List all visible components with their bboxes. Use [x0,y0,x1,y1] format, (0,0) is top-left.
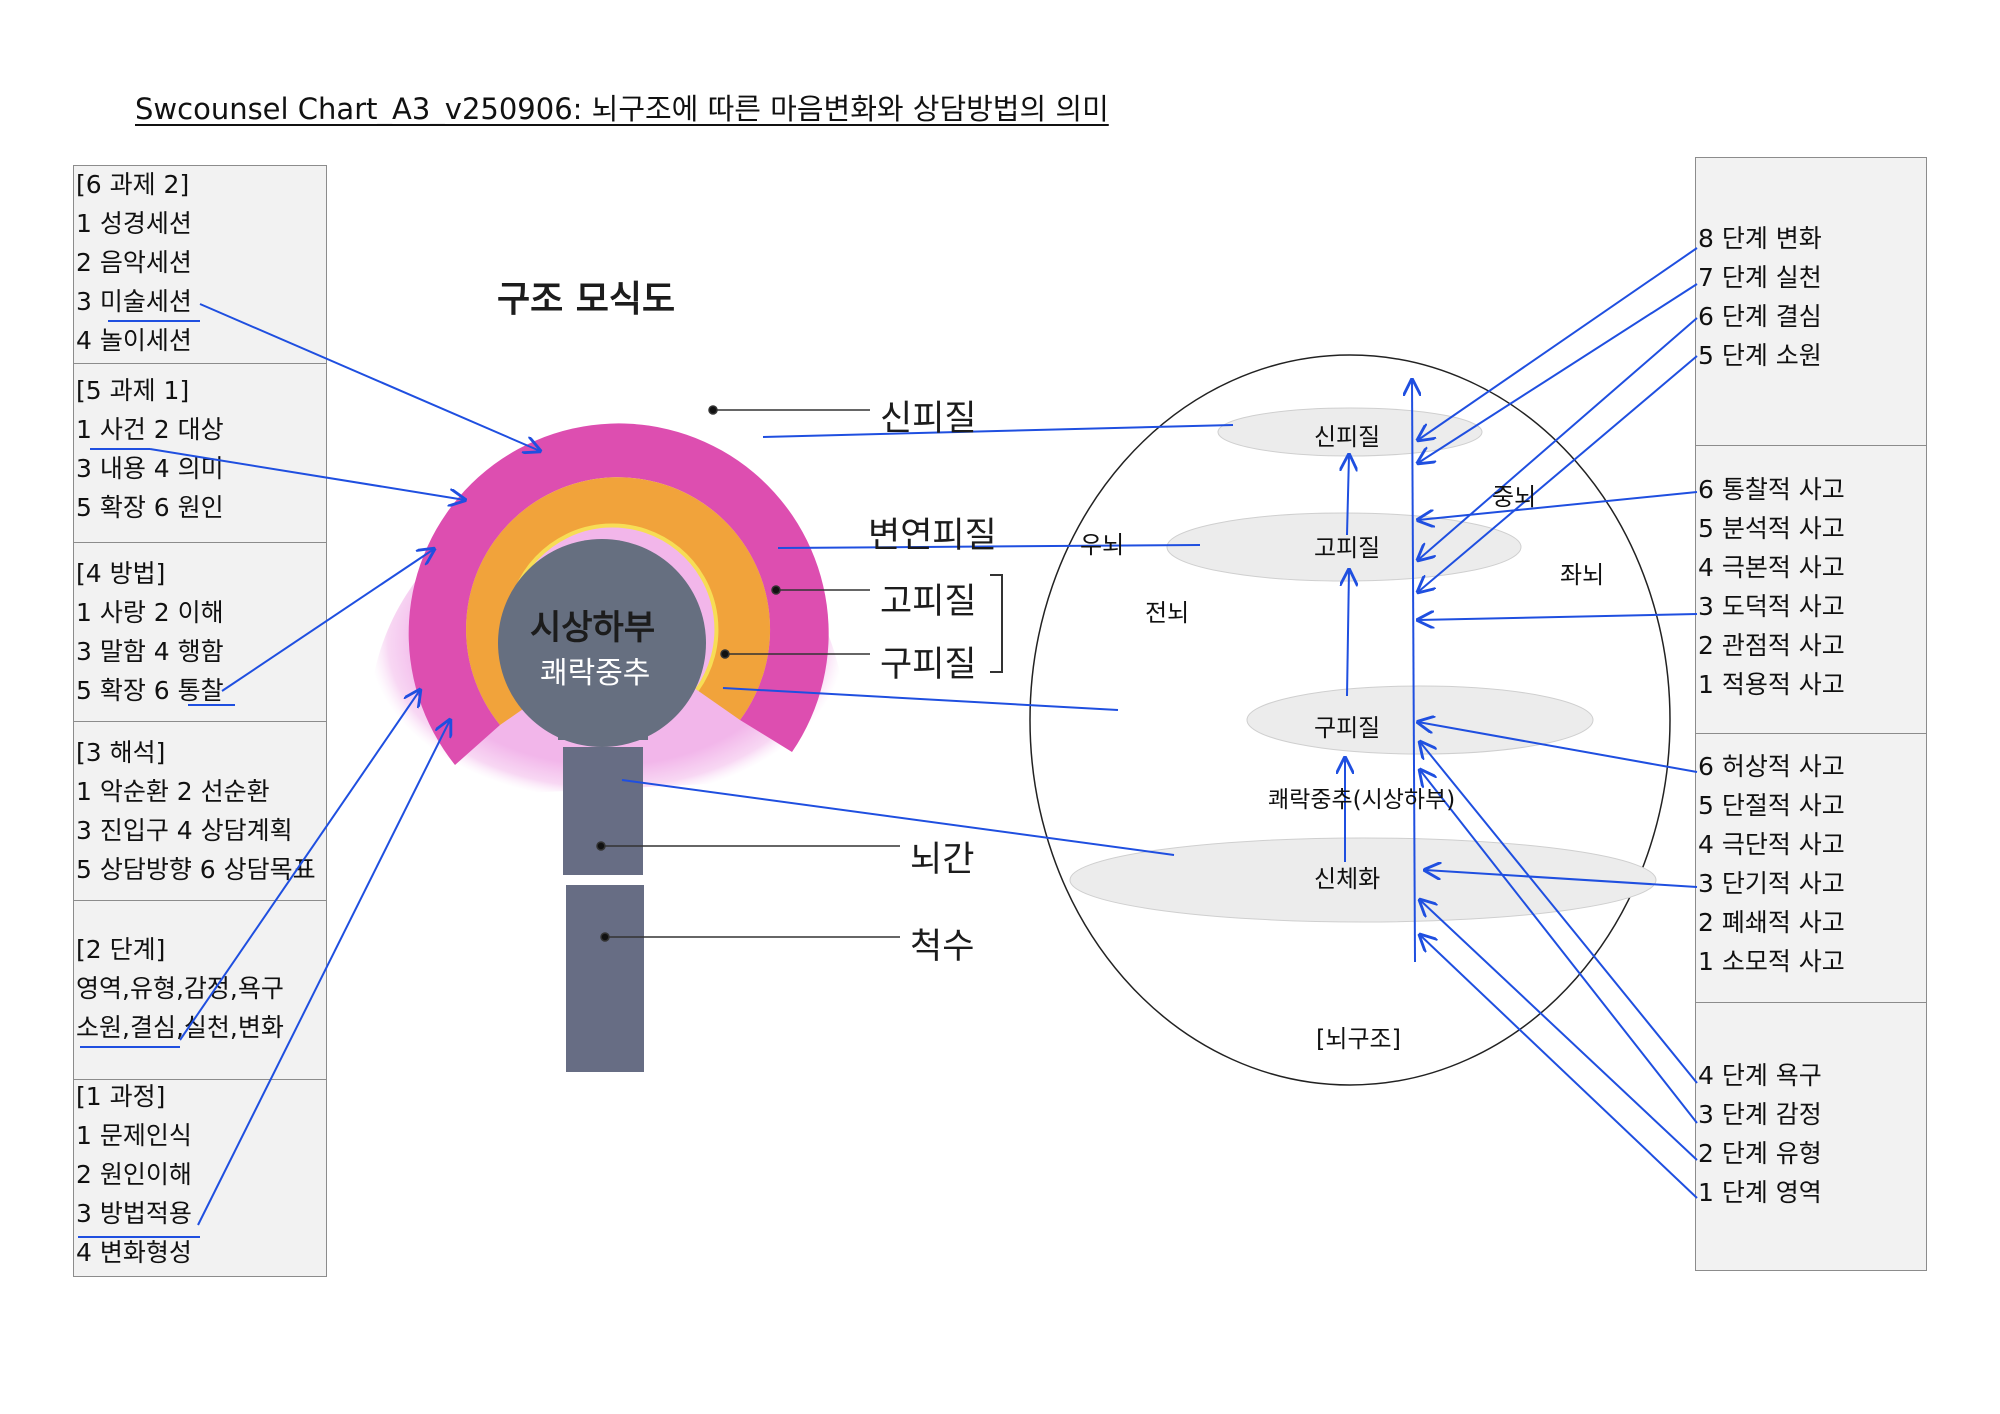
box-line: 4 변화형성 [76,1238,192,1267]
box-line: 3 진입구 4 상담계획 [76,816,293,845]
midbrain-label: 중뇌 [1492,483,1537,511]
box-line: 3 단기적 사고 [1698,869,1845,898]
box-line: [2 단계] [76,935,166,964]
stage-box: [2 단계] 영역,유형,감정,욕구 소원,결심,실천,변화 [73,900,327,1080]
brainstem-rect [563,747,643,875]
box-line: 영역,유형,감정,욕구 [76,974,284,1003]
box-line: 5 분석적 사고 [1698,514,1845,543]
box-line: 8 단계 변화 [1698,224,1822,253]
forebrain-label: 전뇌 [1145,599,1190,627]
box-line: 6 단계 결심 [1698,302,1822,331]
box-line: [1 과정] [76,1082,166,1111]
box-line: [6 과제 2] [76,170,190,199]
box-line: 2 단계 유형 [1698,1139,1822,1168]
hypothalamus-label: 시상하부 [530,608,656,648]
stages-high-box: 8 단계 변화 7 단계 실천 6 단계 결심 5 단계 소원 [1695,157,1927,446]
method-box: [4 방법] 1 사랑 2 이해 3 말함 4 행함 5 확장 6 통찰 [73,542,327,722]
box-line: 3 말함 4 행함 [76,637,224,666]
spinal-cord-label: 척수 [910,927,975,967]
box-line: 5 단절적 사고 [1698,791,1845,820]
box-line: 3 내용 4 의미 [76,454,224,483]
stages-low-box: 4 단계 욕구 3 단계 감정 2 단계 유형 1 단계 영역 [1695,1002,1927,1271]
box-line: 3 단계 감정 [1698,1100,1822,1129]
spinal-cord-rect [566,885,644,1072]
thinking-high-box: 6 통찰적 사고 5 분석적 사고 4 극본적 사고 3 도덕적 사고 2 관점… [1695,445,1927,734]
brain-caption: [뇌구조] [1316,1025,1401,1053]
right-brain-label: 우뇌 [1080,531,1125,559]
box-line: 4 극단적 사고 [1698,830,1845,859]
box-line: [4 방법] [76,559,166,588]
box-line: 1 사건 2 대상 [76,415,224,444]
box-line: 5 단계 소원 [1698,341,1822,370]
task1-box: [5 과제 1] 1 사건 2 대상 3 내용 4 의미 5 확장 6 원인 [73,363,327,543]
model-archicortex-label: 고피질 [1314,534,1381,562]
box-line: 6 허상적 사고 [1698,752,1845,781]
box-line: 2 음악세션 [76,248,192,277]
interpretation-box: [3 해석] 1 악순환 2 선순환 3 진입구 4 상담계획 5 상담방향 6… [73,721,327,901]
archicortex-label: 고피질 [880,582,977,622]
box-line: 1 문제인식 [76,1121,192,1150]
paleocortex-label: 구피질 [880,645,977,685]
model-neocortex-label: 신피질 [1314,423,1381,451]
structure-heading: 구조 모식도 [497,279,676,320]
process-box: [1 과정] 1 문제인식 2 원인이해 3 방법적용 4 변화형성 [73,1079,327,1277]
box-line: 1 단계 영역 [1698,1178,1822,1207]
page-title: Swcounsel Chart_A3_v250906: 뇌구조에 따른 마음변화… [135,92,1109,126]
box-line: 6 통찰적 사고 [1698,475,1845,504]
box-line: 2 폐쇄적 사고 [1698,908,1845,937]
box-line: 1 성경세션 [76,209,192,238]
thinking-low-box: 6 허상적 사고 5 단절적 사고 4 극단적 사고 3 단기적 사고 2 폐쇄… [1695,733,1927,1003]
box-line: 2 원인이해 [76,1160,192,1189]
left-brain-label: 좌뇌 [1560,561,1605,589]
box-line: 3 방법적용 [76,1199,192,1228]
box-line: [3 해석] [76,738,166,767]
box-line: 2 관점적 사고 [1698,631,1845,660]
box-line: 5 확장 6 통찰 [76,676,224,705]
brainstem-label: 뇌간 [910,840,975,880]
box-line: 3 미술세션 [76,287,192,316]
hypothalamus-sphere [498,539,706,747]
box-line: 5 확장 6 원인 [76,493,224,522]
box-line: 4 극본적 사고 [1698,553,1845,582]
box-line: 3 도덕적 사고 [1698,592,1845,621]
box-line: 1 악순환 2 선순환 [76,777,270,806]
box-line: 1 적용적 사고 [1698,670,1845,699]
archicortex-band [466,477,771,725]
task2-box: [6 과제 2] 1 성경세션 2 음악세션 3 미술세션 4 놀이세션 [73,165,327,364]
limbic-band [408,423,829,765]
box-line: 소원,결심,실천,변화 [76,1013,284,1042]
box-line: 1 소모적 사고 [1698,947,1845,976]
box-line: 7 단계 실천 [1698,263,1822,292]
model-somatization-label: 신체화 [1314,865,1381,893]
box-line: 4 놀이세션 [76,326,192,355]
limbic-label: 변연피질 [868,516,997,556]
box-line: [5 과제 1] [76,376,190,405]
box-line: 4 단계 욕구 [1698,1061,1822,1090]
model-paleocortex-label: 구피질 [1314,714,1381,742]
box-line: 5 상담방향 6 상담목표 [76,855,316,884]
box-line: 1 사랑 2 이해 [76,598,224,627]
pleasure-center-label: 쾌락중추 [540,656,651,691]
neocortex-label: 신피질 [880,399,977,439]
somatization-disc [1069,837,1657,923]
model-pleasure-center-label: 쾌락중추(시상하부) [1268,787,1456,813]
